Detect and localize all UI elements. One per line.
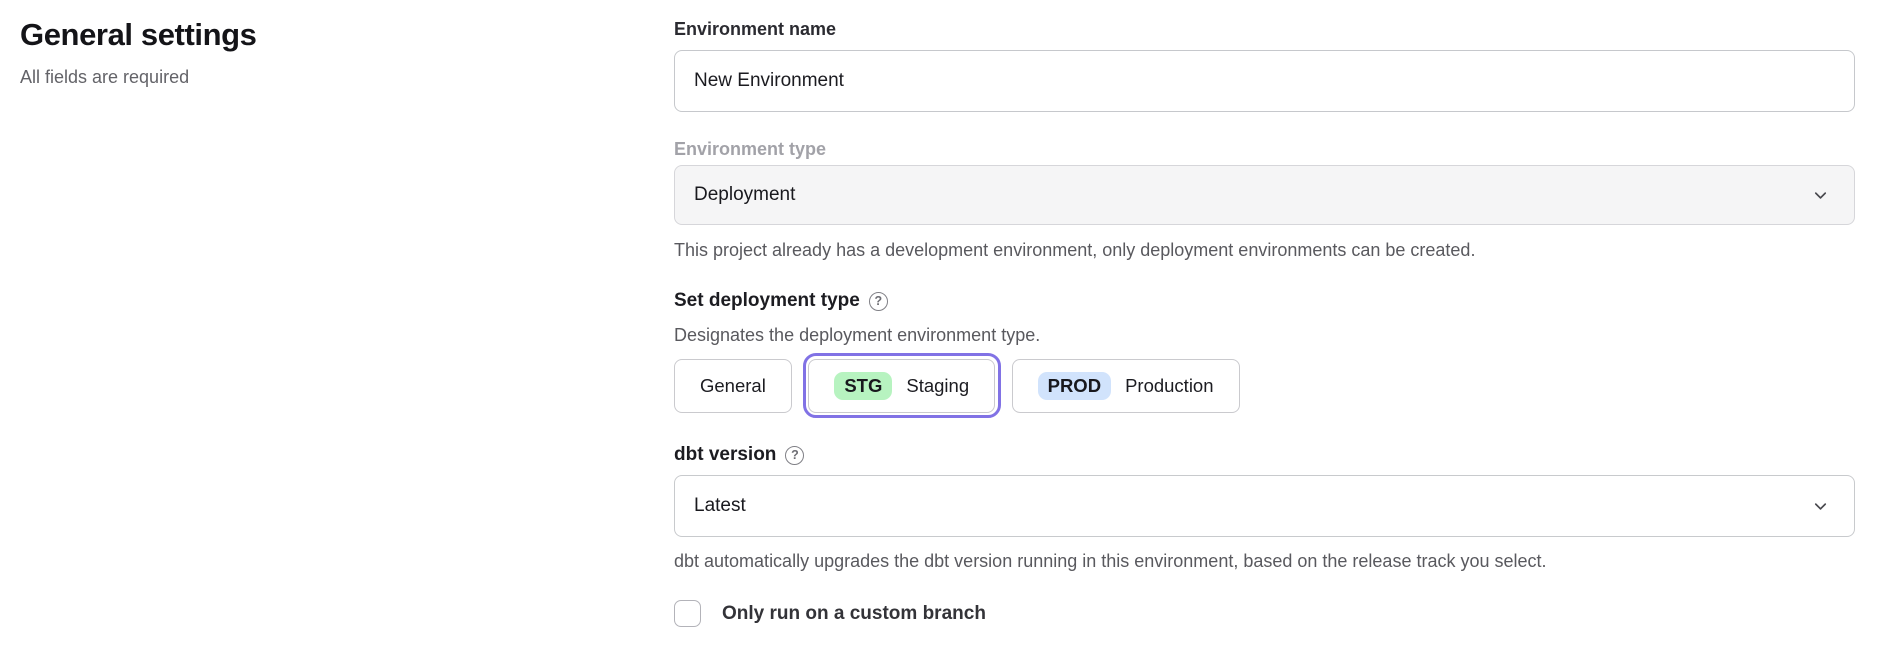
custom-branch-checkbox[interactable] (674, 600, 701, 627)
staging-button-label: Staging (906, 374, 970, 396)
stg-badge: STG (834, 371, 893, 400)
dbt-version-select[interactable]: Latest (674, 475, 1855, 537)
environment-name-label: Environment name (674, 19, 837, 39)
page-title: General settings (20, 17, 257, 52)
deployment-type-heading: Set deployment type ? (674, 289, 1855, 313)
general-settings-form: Environment name Environment type Deploy… (674, 17, 1855, 627)
chevron-down-icon (1811, 497, 1830, 516)
dbt-version-heading: dbt version ? (674, 443, 1855, 467)
help-icon[interactable]: ? (868, 291, 888, 311)
deployment-type-label: Set deployment type (674, 290, 860, 311)
general-button-label: General (700, 374, 766, 396)
production-button-label: Production (1125, 374, 1214, 396)
environment-type-helper: This project already has a development e… (674, 240, 1476, 260)
custom-branch-row: Only run on a custom branch (674, 600, 1855, 627)
page-subtitle: All fields are required (20, 67, 190, 87)
custom-branch-label: Only run on a custom branch (722, 602, 986, 624)
environment-type-value: Deployment (694, 184, 796, 205)
deployment-type-general-button[interactable]: General (674, 358, 792, 413)
help-icon[interactable]: ? (785, 445, 805, 465)
staging-selected-outline: STG Staging (802, 353, 1001, 418)
prod-badge: PROD (1037, 371, 1112, 400)
environment-type-select[interactable]: Deployment (674, 165, 1855, 225)
environment-type-label: Environment type (674, 139, 827, 159)
deployment-type-staging-button[interactable]: STG Staging (808, 358, 996, 413)
dbt-version-helper: dbt automatically upgrades the dbt versi… (674, 551, 1547, 571)
deployment-type-production-button[interactable]: PROD Production (1011, 358, 1240, 413)
dbt-version-label: dbt version (674, 444, 777, 465)
environment-name-input[interactable] (674, 50, 1855, 112)
deployment-type-options: General STG Staging PROD Production (674, 353, 1855, 418)
dbt-version-value: Latest (694, 495, 746, 516)
chevron-down-icon (1811, 186, 1830, 205)
deployment-type-description: Designates the deployment environment ty… (674, 325, 1041, 345)
settings-header: General settings All fields are required (20, 16, 620, 89)
